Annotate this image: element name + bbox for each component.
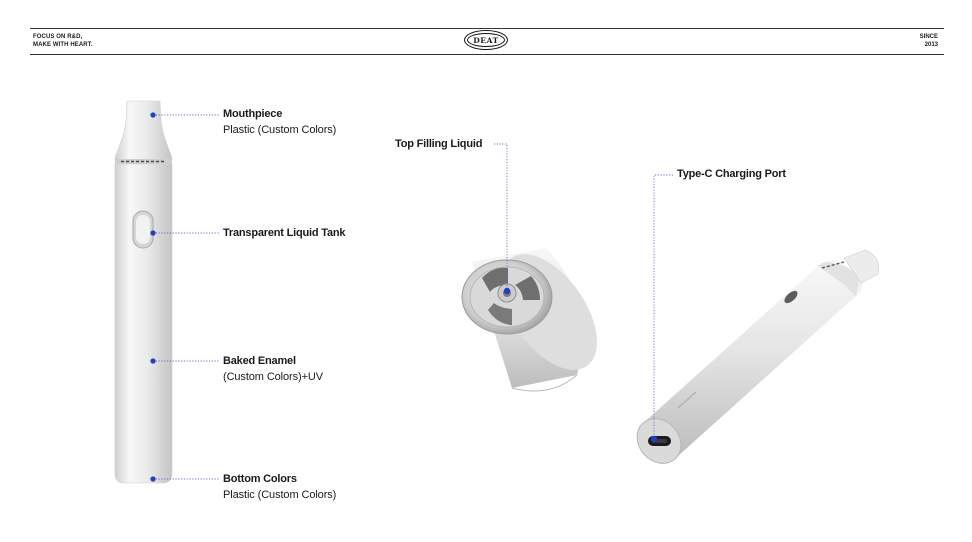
callout-mouthpiece-sub: Plastic (Custom Colors) — [223, 124, 337, 136]
callout-mouthpiece-title: Mouthpiece — [223, 108, 283, 120]
header-since: SINCE 2013 — [920, 34, 938, 49]
callout-tank-title: Transparent Liquid Tank — [223, 227, 346, 239]
header-bottom-rule — [30, 54, 944, 55]
pen-front-view — [114, 100, 173, 484]
header-tagline: FOCUS ON R&D, MAKE WITH HEART. — [33, 34, 93, 49]
since-year: 2013 — [924, 41, 938, 48]
since-label: SINCE — [919, 34, 938, 40]
callout-tank: Transparent Liquid Tank — [223, 225, 346, 241]
callout-bottom: Bottom Colors Plastic (Custom Colors) — [223, 471, 336, 503]
header-top-rule — [30, 28, 944, 29]
logo-inner-ring — [467, 33, 505, 47]
tank-piece — [461, 248, 597, 392]
callout-markers — [150, 112, 658, 482]
callout-body-title: Baked Enamel — [223, 355, 296, 367]
tagline-line-2: MAKE WITH HEART. — [33, 41, 93, 48]
callout-charging-title: Type-C Charging Port — [677, 168, 786, 180]
tagline-line-1: FOCUS ON R&D, — [33, 34, 83, 40]
callout-top-filling: Top Filling Liquid — [395, 136, 482, 152]
callout-body: Baked Enamel (Custom Colors)+UV — [223, 353, 323, 385]
callout-charging: Type-C Charging Port — [677, 166, 786, 182]
pen-angled-view — [636, 249, 880, 464]
callout-bottom-title: Bottom Colors — [223, 473, 297, 485]
callout-mouthpiece: Mouthpiece Plastic (Custom Colors) — [223, 106, 336, 138]
callout-top-filling-title: Top Filling Liquid — [395, 138, 483, 150]
leader-lines — [153, 114, 673, 480]
callout-body-sub: (Custom Colors)+UV — [223, 371, 323, 383]
callout-bottom-sub: Plastic (Custom Colors) — [223, 489, 337, 501]
brand-logo: DEAT — [464, 30, 508, 50]
